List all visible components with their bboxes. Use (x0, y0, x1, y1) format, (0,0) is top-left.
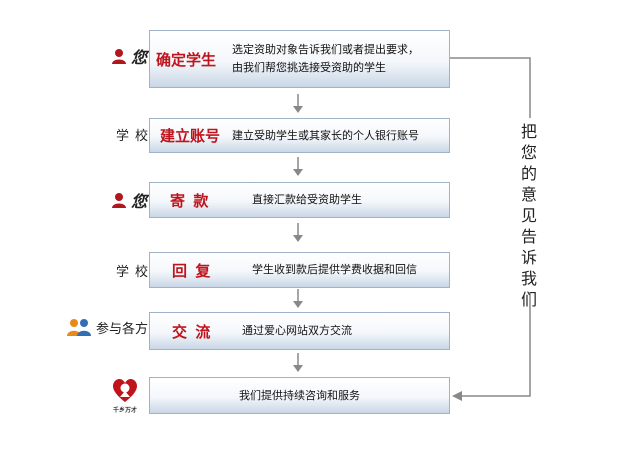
actor-label: 学校 (115, 263, 154, 279)
down-arrow-icon (293, 353, 303, 372)
feedback-text: 把您的意见告诉我们 (520, 124, 537, 309)
down-arrow-icon (293, 289, 303, 308)
step-title: 建立账号 (160, 128, 221, 145)
actor-label: 学校 (115, 127, 154, 143)
step-description: 通过爱心网站双方交流 (242, 325, 352, 337)
step-desc-line2: 由我们帮您挑选接受资助的学生 (232, 62, 386, 74)
step-communicate: 交 流 通过爱心网站双方交流 (149, 312, 450, 350)
step-create-account: 建立账号 建立受助学生或其家长的个人银行账号 (149, 118, 450, 153)
heart-logo-icon (113, 379, 137, 402)
actor-all-parties: 参与各方 (50, 316, 148, 338)
actor-label: 参与各方 (95, 320, 148, 336)
person-icon (111, 49, 126, 64)
actor-you-1: 您 (50, 45, 148, 67)
logo-caption: 千乡万才 (112, 408, 137, 414)
actor-label: 您 (130, 48, 148, 67)
people-group-icon (66, 319, 91, 336)
actor-school-1: 学校 (50, 123, 148, 145)
step-send-money: 寄 款 直接汇款给受资助学生 (149, 182, 450, 218)
down-arrow-icon (293, 94, 303, 113)
actor-you-2: 您 (50, 189, 148, 211)
actor-label: 您 (130, 192, 148, 211)
step-title: 交 流 (172, 323, 211, 341)
down-arrow-icon (293, 157, 303, 176)
step-description: 学生收到款后提供学费收据和回信 (252, 264, 417, 276)
step-title: 回 复 (172, 262, 211, 280)
org-logo: 千乡万才 (108, 378, 142, 422)
step-description: 我们提供持续咨询和服务 (239, 389, 360, 402)
step-reply: 回 复 学生收到款后提供学费收据和回信 (149, 252, 450, 288)
step-title: 确定学生 (156, 51, 217, 69)
step-ongoing-service: 我们提供持续咨询和服务 (149, 377, 450, 414)
step-description: 选定资助对象告诉我们或者提出要求， 由我们帮您挑选接受资助的学生 (232, 41, 419, 77)
down-arrow-icon (293, 223, 303, 242)
step-confirm-student: 确定学生 选定资助对象告诉我们或者提出要求， 由我们帮您挑选接受资助的学生 (149, 30, 450, 88)
step-title: 寄 款 (170, 192, 209, 210)
step-description: 建立受助学生或其家长的个人银行账号 (232, 129, 419, 142)
actor-school-2: 学校 (50, 259, 148, 281)
step-description: 直接汇款给受资助学生 (252, 194, 362, 206)
step-desc-line1: 选定资助对象告诉我们或者提出要求， (232, 44, 419, 56)
person-icon (111, 193, 126, 208)
